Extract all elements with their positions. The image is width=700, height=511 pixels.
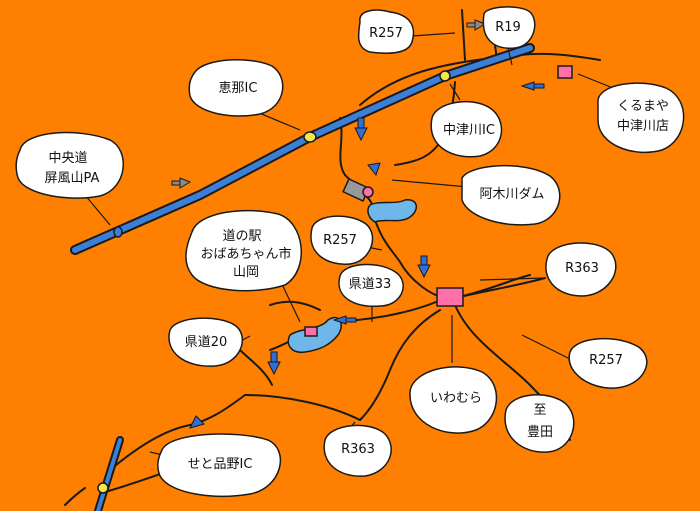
label-station-1: 道の駅 <box>222 229 261 244</box>
arrow-down-4 <box>267 351 281 376</box>
label-ena-ic: 恵那IC <box>219 81 258 96</box>
callouts <box>15 6 685 497</box>
label-r363-bottom: R363 <box>341 442 375 457</box>
bubble-agi-dam <box>461 164 561 226</box>
bubble-r19 <box>482 6 536 49</box>
label-to-toyota-1: 至 <box>533 403 546 418</box>
bubble-ena-ic <box>188 59 284 117</box>
label-kurumaya-2: 中津川店 <box>617 119 669 134</box>
bubble-r363-bottom <box>323 424 392 477</box>
road-ic-link <box>339 117 373 206</box>
interchange-markers <box>97 70 451 494</box>
bubble-station <box>185 209 302 292</box>
bubble-to-toyota <box>504 394 575 453</box>
bubble-kurumaya <box>597 82 685 154</box>
landmarks <box>304 65 573 337</box>
label-iwamura: いわむら <box>430 391 482 406</box>
road-station-link <box>269 300 321 311</box>
road-r19-vertical <box>461 9 466 61</box>
bubble-kendo20 <box>168 317 244 367</box>
road-south <box>359 309 441 421</box>
label-nakatsugawa-ic: 中津川IC <box>443 123 495 138</box>
bubble-kendo33 <box>338 263 404 307</box>
label-kendo33: 県道33 <box>349 277 392 292</box>
label-kendo20: 県道20 <box>185 335 228 350</box>
arrow-down-2 <box>367 162 381 177</box>
ena-ic-marker <box>303 131 317 143</box>
road-dam-south <box>371 209 446 299</box>
bubble-iwamura <box>409 366 498 434</box>
bubble-r257-top <box>357 9 415 54</box>
bubble-r257-right <box>568 338 648 389</box>
iwamura-marker <box>436 287 464 307</box>
road-to-seto <box>109 394 246 471</box>
arrow-left-1 <box>520 81 545 91</box>
road-kendo20 <box>239 349 273 386</box>
label-station-2: おばあちゃん市 <box>200 246 291 262</box>
arrow-down-3 <box>417 255 431 279</box>
seto-ic-marker <box>97 482 109 494</box>
pa-marker <box>113 226 123 238</box>
hw-arrow-2 <box>466 19 487 31</box>
road-r363-south <box>244 394 361 421</box>
route-arrows <box>189 81 545 429</box>
road-seto-west <box>64 487 86 506</box>
label-seto-ic: せと品野IC <box>188 457 253 472</box>
labels: R257 R19 恵那IC 中津川IC くるまや 中津川店 中央道 屏風山PA … <box>45 20 669 472</box>
arrow-left-2 <box>332 315 357 325</box>
nakatsugawa-ic-marker <box>439 70 451 82</box>
tokai-kanjo-expressway-fill <box>103 438 122 490</box>
road-r363-east <box>454 277 546 299</box>
label-r19: R19 <box>495 20 521 35</box>
label-pa-1: 中央道 <box>48 151 87 166</box>
arrow-down-left-5 <box>189 415 205 429</box>
leader-lines <box>84 32 619 456</box>
label-r363-right: R363 <box>565 261 599 276</box>
station-marker <box>304 326 318 337</box>
label-to-toyota-2: 豊田 <box>527 425 553 440</box>
dam-structure <box>342 178 374 202</box>
hw-arrow-1 <box>171 177 192 189</box>
arrow-down-1 <box>354 117 368 142</box>
label-pa-2: 屏風山PA <box>45 171 100 186</box>
kurumaya-marker <box>557 65 573 79</box>
bubble-seto-ic <box>157 433 282 497</box>
label-r257-top: R257 <box>369 26 403 41</box>
label-station-3: 山岡 <box>233 265 259 280</box>
agi-dam-lake <box>367 199 417 223</box>
highway-arrows <box>171 19 487 189</box>
dam-marker <box>362 186 374 198</box>
label-r257-right: R257 <box>589 353 623 368</box>
bubble-pa <box>15 131 124 199</box>
bubble-nakatsugawa-ic <box>430 100 503 158</box>
label-agi-dam: 阿木川ダム <box>479 187 544 202</box>
bubble-r257-mid <box>310 215 374 265</box>
label-r257-mid: R257 <box>323 233 357 248</box>
bubble-r363-right <box>545 242 617 297</box>
label-kurumaya-1: くるまや <box>617 99 669 114</box>
